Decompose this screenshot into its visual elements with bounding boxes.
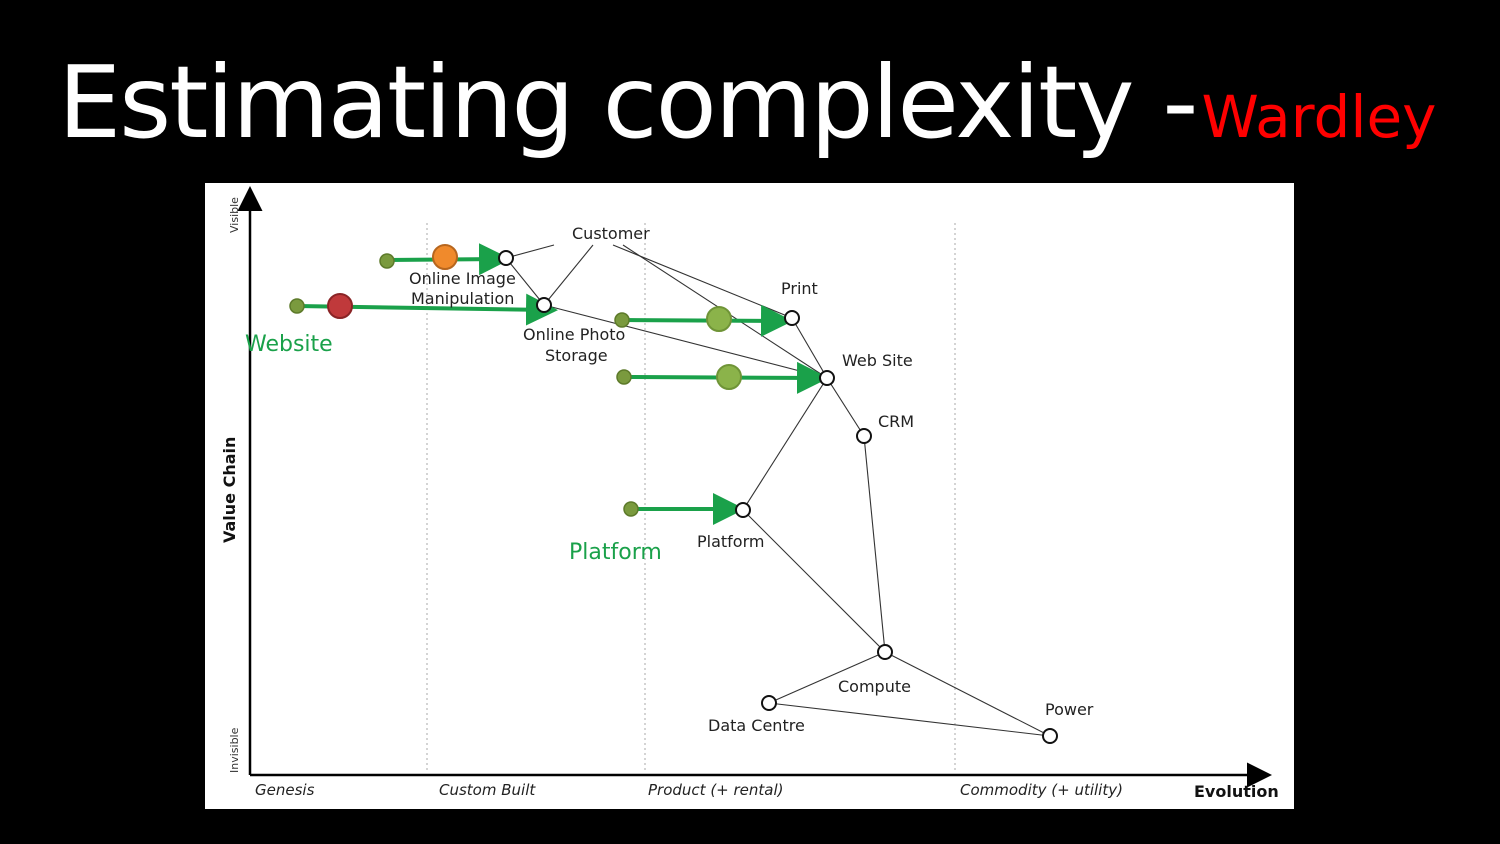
x-axis-title: Evolution <box>1194 782 1279 801</box>
label-compute: Compute <box>838 677 911 696</box>
node-compute <box>877 644 893 660</box>
node-web-site <box>819 370 835 386</box>
label-customer: Customer <box>572 224 650 243</box>
wardley-map-svg: Visible Invisible Value Chain Evolution … <box>220 186 1279 801</box>
label-web-site: Web Site <box>842 351 913 370</box>
node-online-photo <box>536 297 552 313</box>
node-data-centre <box>761 695 777 711</box>
component-nodes <box>498 250 1058 744</box>
y-top-label: Visible <box>228 197 241 233</box>
label-power: Power <box>1045 700 1094 719</box>
node-platform <box>735 502 751 518</box>
start-dots <box>289 253 639 517</box>
node-print <box>784 310 800 326</box>
stage-commodity: Commodity (+ utility) <box>960 781 1123 799</box>
slide-title: Estimating complexity - Wardley <box>58 38 1436 168</box>
title-accent-text: Wardley <box>1201 83 1437 151</box>
label-print: Print <box>781 279 818 298</box>
stage-custom-built: Custom Built <box>439 781 536 799</box>
node-crm <box>856 428 872 444</box>
green-estimate-dot-print <box>706 306 732 332</box>
green-estimate-dot-website <box>716 364 742 390</box>
label-crm: CRM <box>878 412 914 431</box>
wardley-map: Visible Invisible Value Chain Evolution … <box>205 183 1294 809</box>
label-online-image-1: Online Image <box>409 269 516 288</box>
label-data-centre: Data Centre <box>708 716 805 735</box>
node-power <box>1042 728 1058 744</box>
annotation-website: Website <box>245 332 333 357</box>
title-main-text: Estimating complexity - <box>58 44 1198 161</box>
node-online-image <box>498 250 514 266</box>
y-bottom-label: Invisible <box>228 727 241 773</box>
stage-product: Product (+ rental) <box>648 781 784 799</box>
orange-estimate-dot <box>432 244 458 270</box>
dependency-links <box>505 244 1051 737</box>
label-online-image-2: Manipulation <box>411 289 514 308</box>
label-online-photo-2: Storage <box>545 346 608 365</box>
red-estimate-dot <box>327 293 353 319</box>
label-online-photo-1: Online Photo <box>523 325 625 344</box>
label-platform: Platform <box>697 532 764 551</box>
annotation-platform: Platform <box>569 540 662 565</box>
stage-genesis: Genesis <box>255 781 315 799</box>
evolution-arrows <box>296 243 829 525</box>
y-axis-title: Value Chain <box>220 437 239 543</box>
arrow-print <box>621 304 793 337</box>
